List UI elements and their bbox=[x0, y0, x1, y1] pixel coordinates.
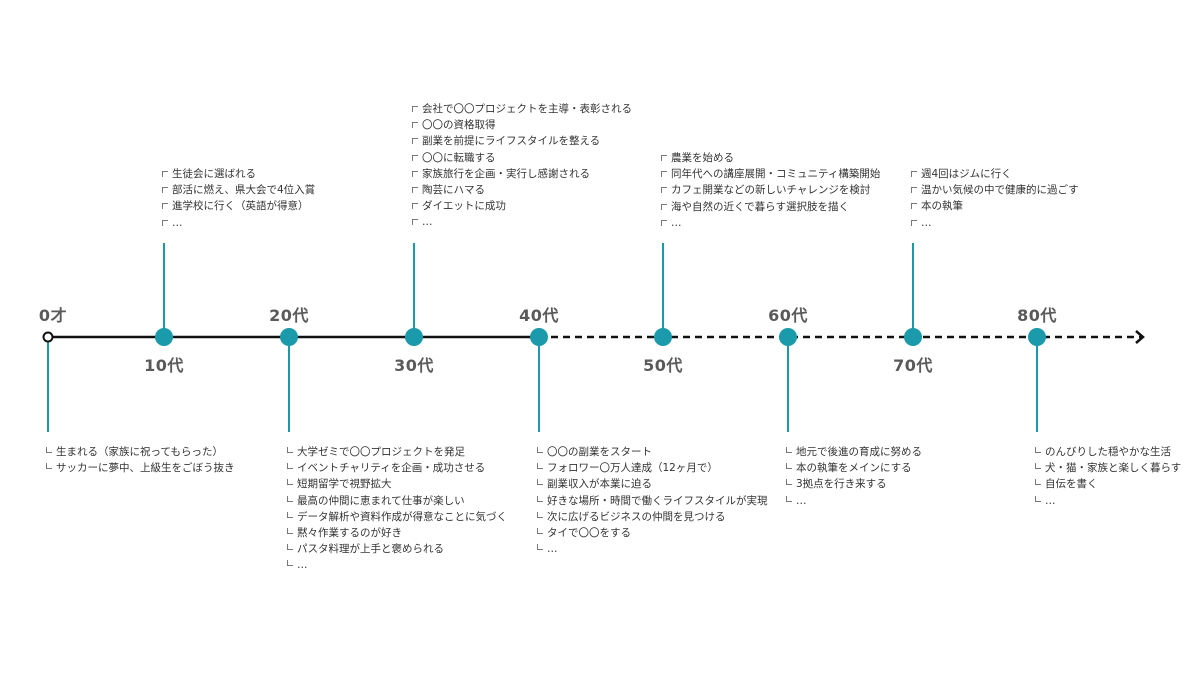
age-label: 80代 bbox=[1017, 306, 1057, 325]
event-item: イベントチャリティを企画・成功させる bbox=[285, 460, 507, 476]
event-item: 家族旅行を企画・実行し感謝される bbox=[410, 166, 632, 182]
timeline-node bbox=[405, 328, 423, 346]
timeline-node bbox=[1028, 328, 1046, 346]
event-list: 〇〇の副業をスタートフォロワー〇万人達成（12ヶ月で）副業収入が本業に迫る好きな… bbox=[535, 444, 768, 557]
event-item: … bbox=[659, 215, 880, 231]
event-item: 週4回はジムに行く bbox=[909, 166, 1079, 182]
age-label: 30代 bbox=[394, 356, 434, 375]
event-item: 陶芸にハマる bbox=[410, 182, 632, 198]
event-item: 農業を始める bbox=[659, 150, 880, 166]
event-item: 好きな場所・時間で働くライフスタイルが実現 bbox=[535, 493, 768, 509]
event-item: … bbox=[909, 215, 1079, 231]
event-item: 本の執筆をメインにする bbox=[784, 460, 922, 476]
event-item: パスタ料理が上手と褒められる bbox=[285, 541, 507, 557]
event-item: 同年代への講座展開・コミュニティ構築開始 bbox=[659, 166, 880, 182]
event-item: 自伝を書く bbox=[1033, 476, 1181, 492]
event-item: 短期留学で視野拡大 bbox=[285, 476, 507, 492]
timeline-start-node bbox=[42, 331, 54, 343]
event-item: … bbox=[410, 214, 632, 230]
event-item: 犬・猫・家族と楽しく暮らす bbox=[1033, 460, 1181, 476]
event-list: 会社で〇〇プロジェクトを主導・表彰される〇〇の資格取得副業を前提にライフスタイル… bbox=[410, 101, 632, 231]
age-label: 40代 bbox=[519, 306, 559, 325]
age-label: 50代 bbox=[643, 356, 683, 375]
event-item: … bbox=[535, 541, 768, 557]
event-list: 農業を始める同年代への講座展開・コミュニティ構築開始カフェ開業などの新しいチャレ… bbox=[659, 150, 880, 231]
event-item: カフェ開業などの新しいチャレンジを検討 bbox=[659, 182, 880, 198]
timeline-arrow-head bbox=[1135, 330, 1145, 344]
event-item: 次に広げるビジネスの仲間を見つける bbox=[535, 509, 768, 525]
event-item: 副業を前提にライフスタイルを整える bbox=[410, 133, 632, 149]
event-item: 〇〇の副業をスタート bbox=[535, 444, 768, 460]
event-list: 週4回はジムに行く温かい気候の中で健康的に過ごす本の執筆… bbox=[909, 166, 1079, 231]
timeline-node bbox=[779, 328, 797, 346]
event-item: 生まれる（家族に祝ってもらった） bbox=[44, 444, 235, 460]
event-item: 〇〇に転職する bbox=[410, 150, 632, 166]
timeline-node bbox=[280, 328, 298, 346]
event-item: データ解析や資料作成が得意なことに気づく bbox=[285, 509, 507, 525]
event-item: 進学校に行く（英語が得意） bbox=[160, 198, 315, 214]
event-list: 大学ゼミで〇〇プロジェクトを発足イベントチャリティを企画・成功させる短期留学で視… bbox=[285, 444, 507, 574]
event-item: 部活に燃え、県大会で4位入賞 bbox=[160, 182, 315, 198]
timeline-node bbox=[155, 328, 173, 346]
event-item: 黙々作業するのが好き bbox=[285, 525, 507, 541]
event-item: 〇〇の資格取得 bbox=[410, 117, 632, 133]
event-list: のんびりした穏やかな生活犬・猫・家族と楽しく暮らす自伝を書く… bbox=[1033, 444, 1181, 509]
event-item: … bbox=[784, 493, 922, 509]
event-item: … bbox=[160, 215, 315, 231]
timeline-node bbox=[530, 328, 548, 346]
event-list: 生まれる（家族に祝ってもらった）サッカーに夢中、上級生をごぼう抜き bbox=[44, 444, 235, 476]
event-item: 3拠点を行き来する bbox=[784, 476, 922, 492]
event-item: 会社で〇〇プロジェクトを主導・表彰される bbox=[410, 101, 632, 117]
event-item: のんびりした穏やかな生活 bbox=[1033, 444, 1181, 460]
event-item: 最高の仲間に恵まれて仕事が楽しい bbox=[285, 493, 507, 509]
event-item: 大学ゼミで〇〇プロジェクトを発足 bbox=[285, 444, 507, 460]
event-item: タイで〇〇をする bbox=[535, 525, 768, 541]
event-item: … bbox=[1033, 493, 1181, 509]
event-list: 生徒会に選ばれる部活に燃え、県大会で4位入賞進学校に行く（英語が得意）… bbox=[160, 166, 315, 231]
timeline-node bbox=[654, 328, 672, 346]
age-label: 60代 bbox=[768, 306, 808, 325]
event-item: 副業収入が本業に迫る bbox=[535, 476, 768, 492]
event-item: 海や自然の近くで暮らす選択肢を描く bbox=[659, 199, 880, 215]
event-item: フォロワー〇万人達成（12ヶ月で） bbox=[535, 460, 768, 476]
event-item: 本の執筆 bbox=[909, 198, 1079, 214]
event-item: サッカーに夢中、上級生をごぼう抜き bbox=[44, 460, 235, 476]
timeline-node bbox=[904, 328, 922, 346]
event-item: 温かい気候の中で健康的に過ごす bbox=[909, 182, 1079, 198]
age-label: 0才 bbox=[38, 306, 68, 325]
age-label: 70代 bbox=[893, 356, 933, 375]
event-item: 生徒会に選ばれる bbox=[160, 166, 315, 182]
event-item: … bbox=[285, 557, 507, 573]
age-label: 20代 bbox=[269, 306, 309, 325]
event-item: 地元で後進の育成に努める bbox=[784, 444, 922, 460]
age-label: 10代 bbox=[144, 356, 184, 375]
event-item: ダイエットに成功 bbox=[410, 198, 632, 214]
